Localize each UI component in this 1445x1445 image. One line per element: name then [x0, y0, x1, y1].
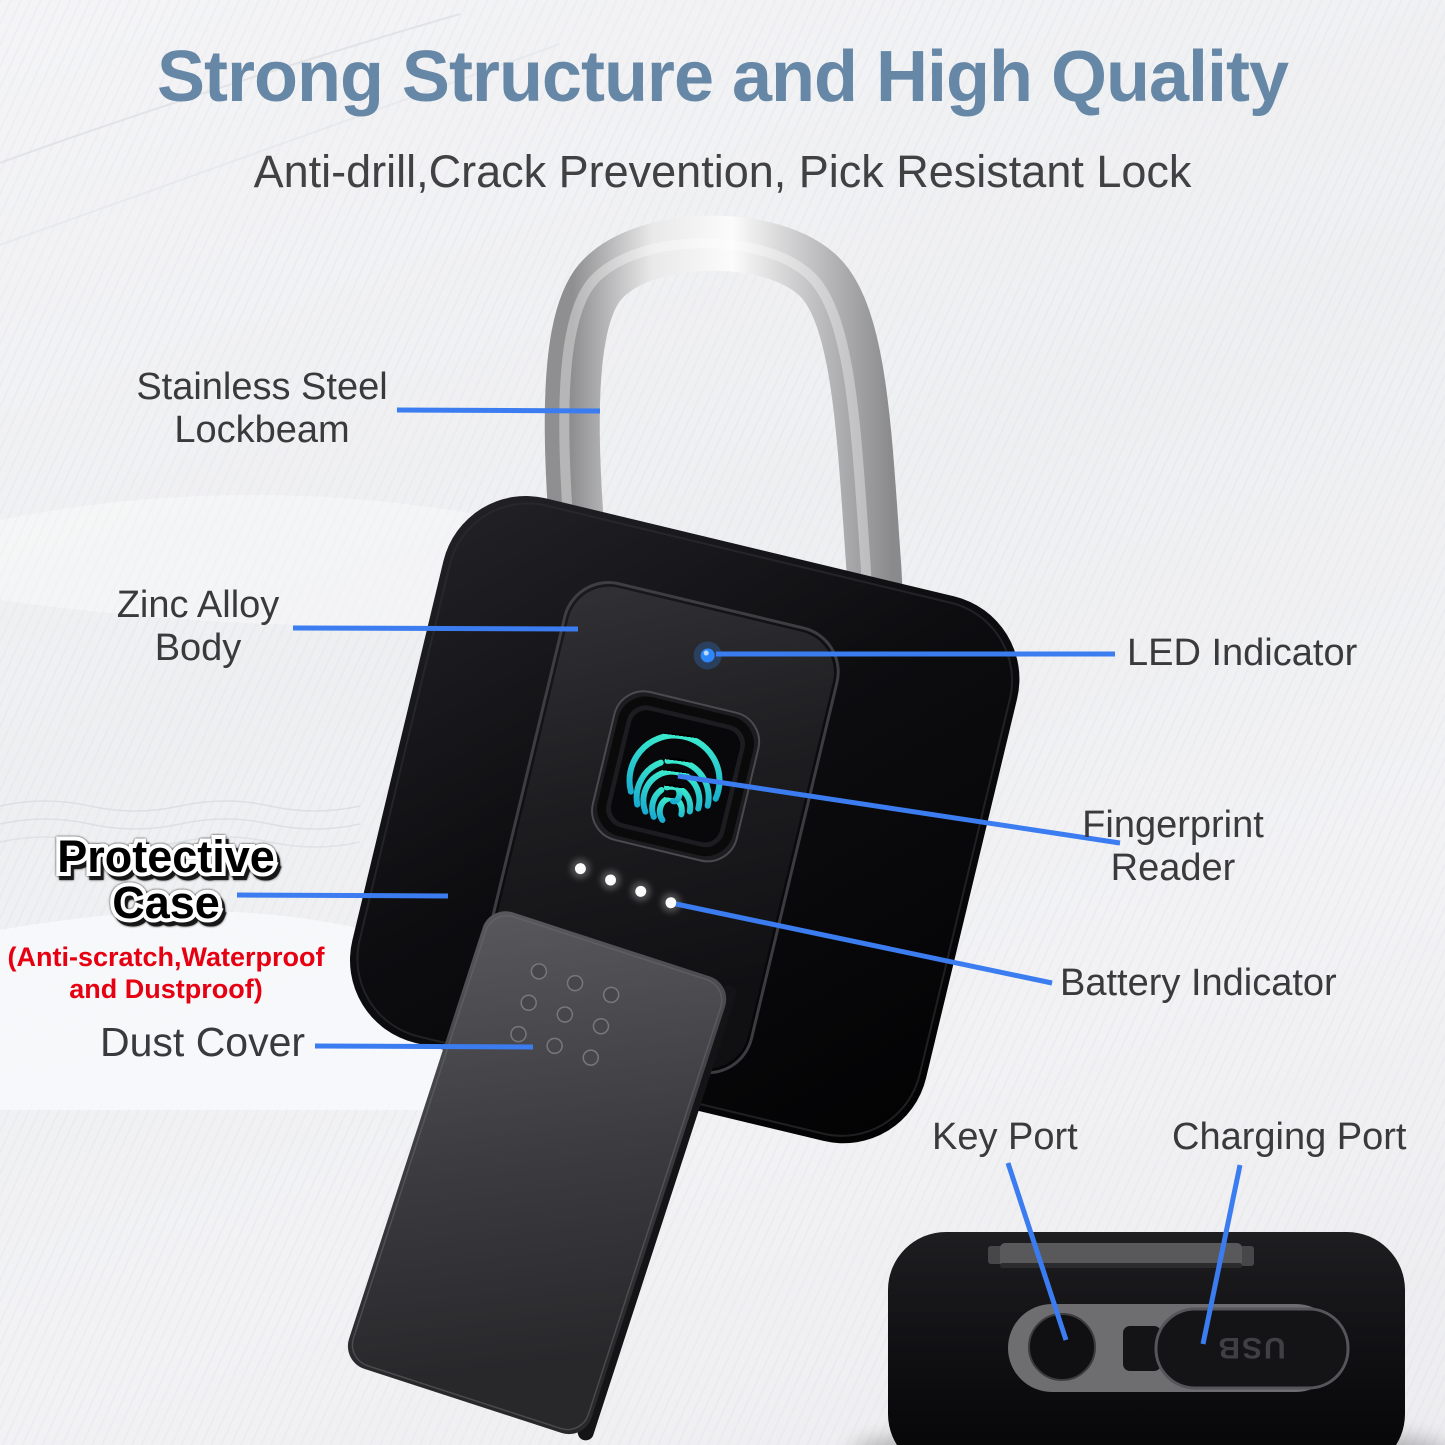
- label-stainless-steel-lockbeam: Stainless Steel Lockbeam: [136, 366, 388, 451]
- callout-line-dust-cover: [314, 1043, 534, 1050]
- usb-port-label: USB: [1216, 1331, 1285, 1364]
- lock-body: [349, 496, 1020, 1144]
- usb-cover-latch: [1123, 1326, 1161, 1371]
- label-dust-cover: Dust Cover: [100, 1019, 306, 1065]
- led-indicator-dot: [693, 641, 722, 670]
- callout-line-key-port: [1005, 1162, 1069, 1341]
- battery-indicator-leds: [570, 858, 681, 913]
- dust-cover-grip-bumps: [510, 963, 620, 1066]
- fingerprint-sensor: [591, 690, 761, 863]
- callout-line-zinc-body: [292, 625, 579, 632]
- callout-line-lockbeam: [396, 407, 601, 414]
- page-subtitle: Anti-drill,Crack Prevention, Pick Resist…: [253, 146, 1192, 197]
- callout-line-battery: [675, 901, 1053, 986]
- label-charging-port: Charging Port: [1172, 1116, 1407, 1158]
- callout-line-charging-port: [1200, 1164, 1243, 1345]
- fingerprint-icon: [626, 732, 723, 823]
- label-protective-case: Protective Case: [53, 830, 279, 930]
- label-case-note: (Anti-scratch,Waterproof and Dustproof): [7, 942, 325, 1004]
- label-led-indicator: LED Indicator: [1127, 632, 1358, 674]
- label-zinc-alloy-body: Zinc Alloy Body: [116, 584, 280, 669]
- label-battery-indicator: Battery Indicator: [1060, 962, 1337, 1004]
- shackle: [544, 215, 920, 962]
- bottom-view-inset: USB: [859, 1232, 1441, 1445]
- callout-lines: [236, 407, 1243, 1345]
- label-fingerprint-reader: Fingerprint Reader: [1082, 804, 1264, 889]
- dust-cover: [347, 911, 737, 1441]
- callout-line-protective-case: [236, 892, 449, 899]
- label-key-port: Key Port: [932, 1116, 1078, 1158]
- page-title: Strong Structure and High Quality: [156, 37, 1289, 117]
- shackle-slot: [1000, 1243, 1242, 1267]
- callout-line-fingerprint: [677, 773, 1121, 846]
- key-port-hole: [1028, 1313, 1096, 1381]
